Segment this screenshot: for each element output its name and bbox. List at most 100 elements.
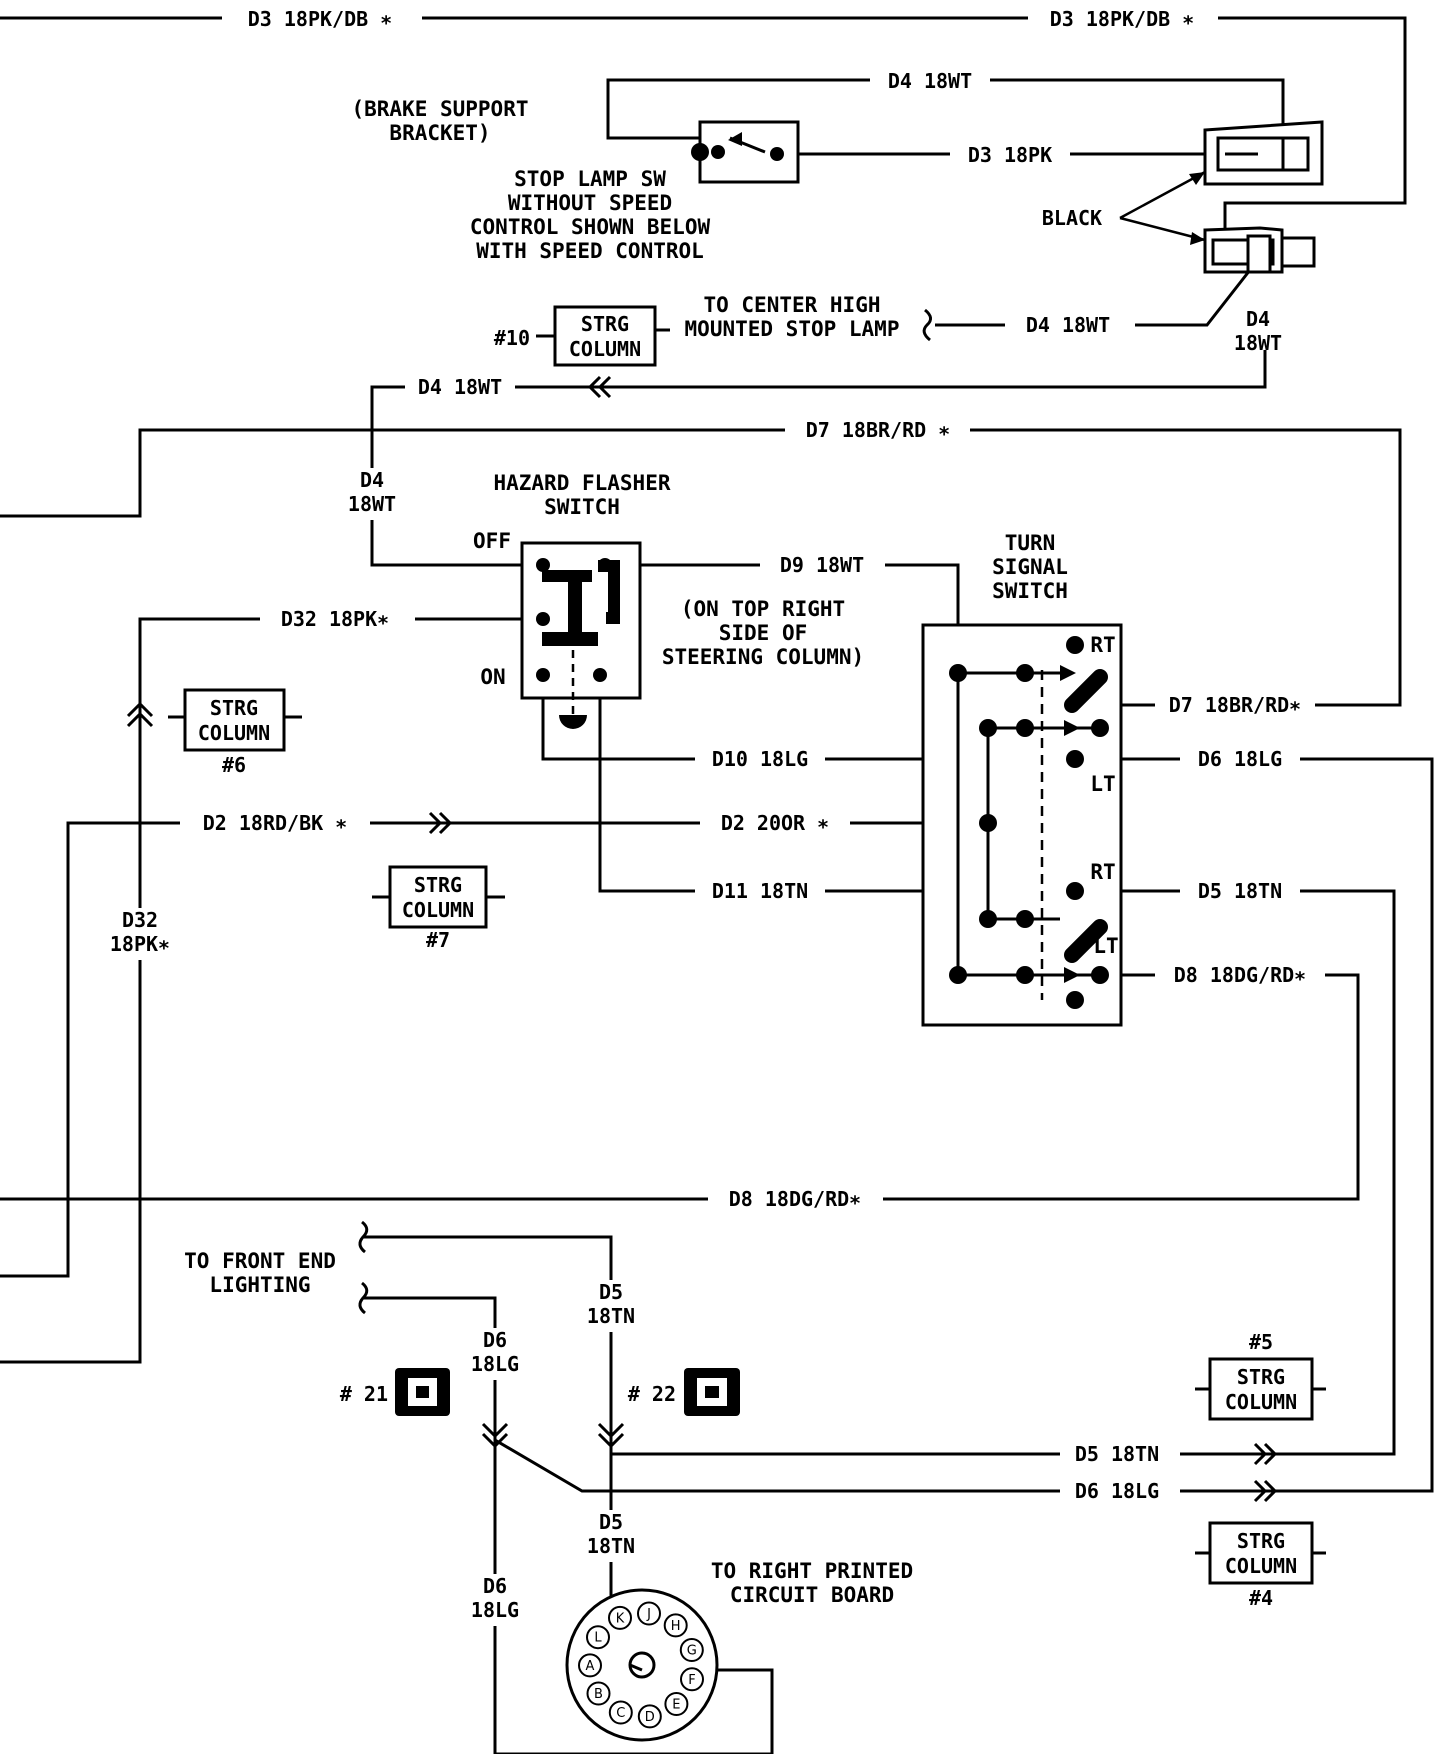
strg-column-label: COLUMN <box>1225 1554 1297 1578</box>
wire-label: D11 18TN <box>712 879 808 903</box>
wire-label: 18TN <box>587 1534 635 1558</box>
wire-d10-lg <box>541 673 1078 761</box>
caption: (BRAKE SUPPORT <box>351 97 528 121</box>
wire-d4-wt-top <box>606 78 1285 140</box>
strg-column-box <box>388 865 488 929</box>
terminal <box>979 910 997 928</box>
ground-label: # 22 <box>628 1382 676 1406</box>
pcb-pin-label: J <box>646 1607 651 1622</box>
wire-d8-dg-rd <box>0 973 1360 1201</box>
connectors <box>126 308 1278 1503</box>
pcb-pin <box>680 1667 704 1692</box>
terminal <box>1016 910 1034 928</box>
switch-position-label: RT <box>1090 860 1115 884</box>
connector-chevron <box>587 375 612 399</box>
terminal <box>1066 882 1084 900</box>
caption: MOUNTED STOP LAMP <box>685 317 900 341</box>
arrowhead <box>1060 665 1076 681</box>
strg-column-label: STRG <box>581 312 629 336</box>
turn-signal-switch <box>921 623 1123 1027</box>
switch-position-label: ON <box>480 665 505 689</box>
wire-d7-br-rd <box>0 428 1402 707</box>
wire-label: D4 18WT <box>418 375 502 399</box>
wire-label: D2 18RD/BK ∗ <box>203 811 348 835</box>
terminal <box>711 145 725 159</box>
wire-label: D6 18LG <box>1198 747 1282 771</box>
connector-latch <box>1280 236 1316 268</box>
wire-label: D5 18TN <box>1075 1442 1159 1466</box>
switch-contact <box>542 570 598 646</box>
wire-d2 <box>0 821 988 1278</box>
ground-21: # 21 <box>340 1368 450 1416</box>
caption: CONTROL SHOWN BELOW <box>470 215 711 239</box>
pcb-pin <box>637 1601 661 1626</box>
caption: SWITCH <box>992 579 1068 603</box>
black-connector-lower <box>1203 226 1316 274</box>
caption: SIDE OF <box>719 621 808 645</box>
caption: STOP LAMP SW <box>514 167 666 191</box>
connector-chevron <box>1253 1479 1278 1503</box>
wire-label: 18LG <box>471 1352 519 1376</box>
wire-label: D6 <box>483 1574 507 1598</box>
caption: SIGNAL <box>992 555 1068 579</box>
caption: WITHOUT SPEED <box>508 191 672 215</box>
pcb-pin <box>608 1605 632 1630</box>
caption: TO RIGHT PRINTED <box>711 1559 913 1583</box>
wire-label: D7 18BR/RD ∗ <box>806 418 951 442</box>
strg-column-label: STRG <box>1237 1365 1285 1389</box>
terminal <box>536 558 550 572</box>
switch-position-label: LT <box>1093 934 1118 958</box>
wire-label: 18PK∗ <box>110 932 170 956</box>
terminal <box>1066 991 1084 1009</box>
pcb-pin-label: K <box>616 1611 625 1626</box>
pcb-pin <box>608 1700 633 1725</box>
caption: HAZARD FLASHER <box>493 471 670 495</box>
wire-label: D3 18PK/DB ∗ <box>1050 7 1195 31</box>
terminal <box>1016 719 1034 737</box>
pcb-pin-label: D <box>645 1710 655 1725</box>
strg-column-label: COLUMN <box>402 898 474 922</box>
strg-column-box <box>183 688 286 752</box>
caption: BRACKET) <box>389 121 490 145</box>
terminal <box>949 966 967 984</box>
wire-label: D8 18DG/RD∗ <box>729 1187 861 1211</box>
terminal <box>770 147 784 161</box>
pcb-pin-label: H <box>671 1619 681 1634</box>
wire-label: D32 <box>122 908 158 932</box>
terminal <box>536 612 550 626</box>
wire-label: 18LG <box>471 1598 519 1622</box>
arrowhead <box>1190 232 1205 245</box>
pcb-pin <box>586 1625 610 1650</box>
caption: SWITCH <box>544 495 620 519</box>
arrowhead <box>1064 720 1080 736</box>
pcb-pin <box>663 1613 688 1638</box>
strg-column-box <box>1208 1521 1314 1585</box>
terminal <box>536 668 550 682</box>
terminal <box>1091 719 1109 737</box>
arrowhead <box>1064 967 1080 983</box>
ground-label: # 21 <box>340 1382 388 1406</box>
strg-column-label: COLUMN <box>1225 1390 1297 1414</box>
strg-column-label: STRG <box>414 873 462 897</box>
wire-d6-front <box>364 1296 1170 1493</box>
terminal <box>949 664 967 682</box>
terminal <box>1066 750 1084 768</box>
arrowhead <box>1189 172 1205 185</box>
wire-label: 18TN <box>587 1304 635 1328</box>
caption: CIRCUIT BOARD <box>730 1583 894 1607</box>
pcb-pin-label: A <box>586 1659 595 1674</box>
switch-position-label: LT <box>1090 772 1115 796</box>
pcb-pin <box>679 1638 704 1662</box>
caption: LIGHTING <box>209 1273 310 1297</box>
wire-label: D3 18PK <box>968 143 1052 167</box>
strg-column-6: STRG COLUMN #6 <box>183 688 286 777</box>
pcb-pin <box>637 1704 662 1729</box>
strg-column-number: #5 <box>1249 1330 1273 1354</box>
terminal <box>1016 664 1034 682</box>
terminal <box>691 143 709 161</box>
wire-labels: D3 18PK/DB ∗ D3 18PK/DB ∗ D4 18WT D3 18P… <box>105 6 1325 1626</box>
pcb-pin-label: G <box>687 1644 697 1659</box>
pcb-pin-label: B <box>594 1687 603 1702</box>
